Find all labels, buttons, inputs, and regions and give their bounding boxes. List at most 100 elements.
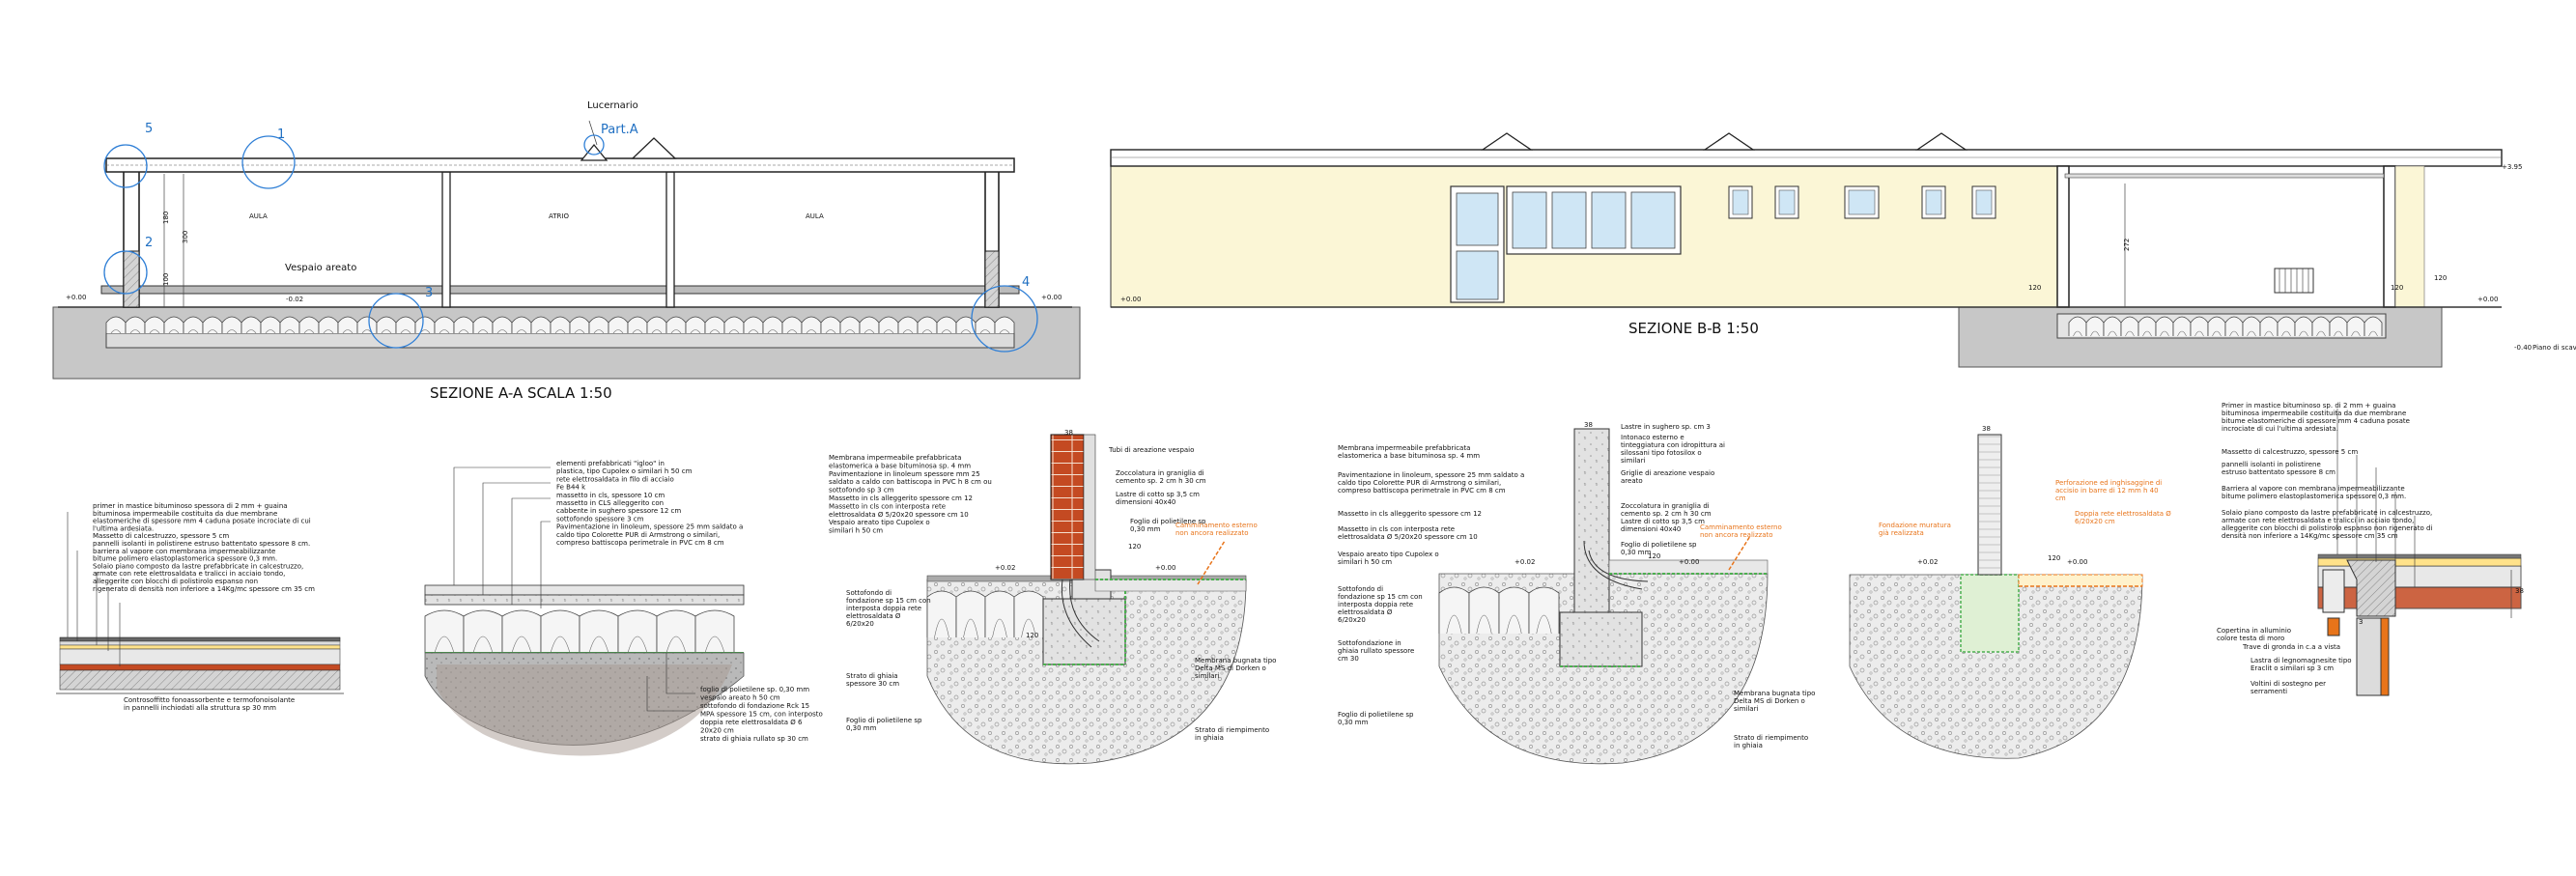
igloo-element — [202, 316, 223, 333]
igloo-element — [984, 590, 1015, 637]
floor-layer-label: fondazione sp 15 cm con — [1338, 593, 1423, 601]
ground-right-label: in ghiaia — [1734, 742, 1763, 749]
orange-note: Camminamento esterno — [1700, 523, 1782, 531]
level-bb-right: +0.00 — [2477, 296, 2498, 303]
floor-layer-label: Pavimentazione in linoleum, spessore 25 … — [556, 523, 743, 531]
wall-layer-label: Griglie di areazione vespaio — [1621, 469, 1714, 477]
eave-lower-label: colore testa di moro — [2217, 635, 2284, 642]
igloo-element — [241, 316, 262, 333]
section-aa-title: SEZIONE A-A SCALA 1:50 — [430, 384, 612, 402]
igloo-element — [2207, 316, 2226, 336]
dim-bb-4: 120 — [2434, 274, 2447, 282]
igloo-arch — [748, 329, 759, 334]
igloo-element — [1498, 586, 1530, 634]
orange-note: già realizzata — [1879, 529, 1924, 537]
igloo-element — [463, 609, 503, 653]
igloo-arch — [588, 636, 609, 654]
wall-layer-label: Foglio di polietilene sp — [1621, 541, 1697, 549]
level-aa-left: +0.00 — [66, 294, 86, 301]
foundation-label: Sottofondo di — [846, 589, 892, 597]
igloo-arch — [400, 329, 411, 334]
igloo-arch — [902, 329, 914, 334]
wall-right-label: dimensioni 40x40 — [1116, 498, 1175, 506]
floor-layer-label: elementi prefabbricati "igloo" in — [556, 460, 665, 467]
igloo-arch — [245, 329, 257, 334]
igloo-element — [279, 316, 300, 333]
igloo-arch — [496, 329, 508, 334]
igloo-element — [820, 316, 841, 333]
eave-layer-label: incrociate di cui l'ultima ardesiata. — [2222, 425, 2338, 433]
igloo-arch — [627, 636, 648, 654]
igloo-element — [1013, 590, 1044, 637]
roof-layer-label: alleggerite con blocchi di polistirolo e… — [93, 578, 258, 585]
section-aa: 5 1 2 3 4 Part.A Lucernario AULA ATRIO A… — [52, 100, 1081, 402]
igloo-arch — [806, 329, 817, 334]
wall-layer-label: dimensioni 40x40 — [1621, 525, 1681, 533]
floor-layer-label: elettrosaldata Ø — [1338, 608, 1393, 616]
wall-right-label: Lastre di cotto sp 3,5 cm — [1116, 491, 1200, 498]
floor-layer-label: cabbente in sughero spessore 12 cm — [556, 507, 681, 515]
roof-layer-label: pannelli isolanti in polistirene estruso… — [93, 540, 310, 548]
igloo-arch — [284, 329, 296, 334]
igloo-element — [2311, 316, 2331, 336]
eave-layer-label: Solaio piano composto da lastre prefabbr… — [2222, 509, 2432, 517]
igloo-element — [762, 316, 783, 333]
igloo-element — [2155, 316, 2174, 336]
igloo-arch — [1536, 614, 1552, 635]
igloo-arch — [1476, 614, 1492, 635]
igloo-arch — [2351, 330, 2361, 337]
igloo-element — [144, 316, 165, 333]
igloo-arch — [2160, 330, 2169, 337]
dimension-mark: 38 — [1064, 429, 1073, 437]
floor-layer-label: massetto in cls, spessore 10 cm — [556, 492, 665, 499]
igloo-element — [434, 316, 455, 333]
floor-layer-label: elettrosaldata Ø 5/20x20 spessore cm 10 — [1338, 533, 1478, 541]
level-bb-left: +0.00 — [1120, 296, 1141, 303]
igloo-arch — [265, 329, 276, 334]
eave-layer-label: Primer in mastice bituminoso sp. di 2 mm… — [2222, 402, 2395, 410]
section-bb: +0.00 +3.95 +0.00 -0.40 Piano di scavo 1… — [1110, 132, 2576, 368]
detail-roof-slab: primer in mastice bituminoso spessora di… — [56, 502, 344, 712]
igloo-element — [723, 316, 745, 333]
igloo-element — [646, 316, 667, 333]
orange-note: Fondazione muratura — [1879, 522, 1951, 529]
level-aa-mid: -0.02 — [286, 296, 303, 303]
igloo-element — [936, 316, 957, 333]
ceiling-label: Controsoffitto fonoassorbente e termofon… — [124, 696, 295, 704]
wall-right-label: Foglio di polietilene sp — [1130, 518, 1206, 525]
dimension-mark: 38 — [1982, 425, 1991, 433]
orange-note: non ancora realizzato — [1700, 531, 1773, 539]
leader-line — [665, 653, 695, 694]
wall-right-label: 0,30 mm — [1130, 525, 1161, 533]
wall-right-label: cemento sp. 2 cm h 30 cm — [1116, 477, 1206, 485]
igloo-element — [685, 316, 706, 333]
detail-wall-foundation-a: Membrana impermeabile prefabbricataelast… — [829, 429, 1276, 765]
igloo-arch — [381, 329, 392, 334]
wall-layer-label: Pavimentazione in linoleum spessore mm 2… — [829, 470, 980, 478]
igloo-element — [955, 590, 986, 637]
ground-right-label: Delta MS di Dorken o — [1195, 664, 1266, 672]
dimension-mark: 120 — [1128, 543, 1141, 551]
leader-line — [540, 521, 551, 608]
eave-lower-label: Copertina in alluminio — [2217, 627, 2291, 635]
part-a-label: Part.A — [601, 123, 638, 137]
floor-layer-label: Foglio di polietilene sp — [1338, 711, 1414, 719]
wall-layer-label: Lastre in sughero sp. cm 3 — [1621, 423, 1711, 431]
eave-layer-label: alleggerite con blocchi di polistirolo e… — [2222, 524, 2432, 532]
floor-layer-label: caldo tipo Colorette PUR di Armstrong o … — [556, 531, 720, 539]
igloo-element — [588, 316, 609, 333]
igloo-element — [694, 609, 735, 653]
dim-bb-3: 120 — [2391, 284, 2403, 292]
igloo-arch — [2247, 330, 2256, 337]
foundation-label: 6/20x20 — [846, 620, 874, 628]
ground-layer-label: vespaio areato h 50 cm — [700, 694, 780, 702]
igloo-arch — [323, 329, 334, 334]
igloo-arch — [963, 618, 978, 638]
floor-layer-label: Sottofondazione in — [1338, 639, 1401, 647]
dimension-mark: 3 — [2359, 618, 2363, 626]
foundation-label: fondazione sp 15 cm con — [846, 597, 931, 605]
eave-layer-label: Massetto di calcestruzzo, spessore 5 cm — [2222, 448, 2358, 456]
dim-bb-2: 272 — [2123, 239, 2131, 251]
eave-lower-label: Trave di gronda in c.a a vista — [2242, 643, 2340, 651]
